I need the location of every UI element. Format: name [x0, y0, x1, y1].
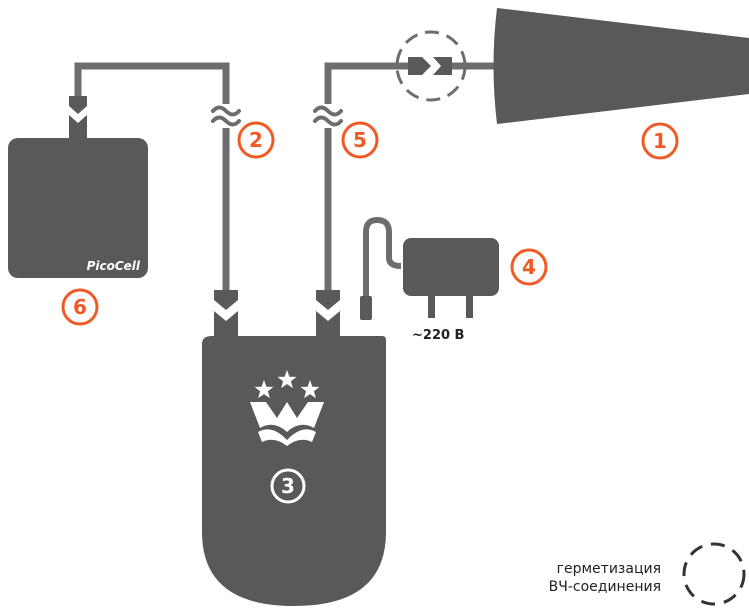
connector-indoor-unit: [69, 96, 87, 139]
badge-outdoor-antenna-label: 1: [653, 129, 667, 153]
power-supply: ~220 В: [360, 216, 499, 343]
power-supply-prong-right: [466, 294, 473, 318]
badge-power-supply-label: 4: [522, 255, 536, 279]
indoor-unit-body: [8, 138, 148, 278]
badge-indoor-unit-label: 6: [73, 295, 87, 319]
indoor-unit-brand: PicoCell: [87, 259, 141, 273]
repeater: 3: [202, 336, 386, 606]
legend-line-1: герметизация: [557, 561, 661, 577]
outdoor-antenna-icon: [493, 8, 749, 124]
badge-cable-outdoor: 5: [341, 121, 379, 159]
sealing-circle-icon: [395, 30, 467, 102]
power-cable: [363, 216, 402, 312]
connector-repeater-left: [214, 290, 238, 338]
legend-line-2: ВЧ-соединения: [549, 579, 661, 595]
badge-indoor-unit: 6: [61, 288, 99, 326]
badge-repeater-label: 3: [281, 474, 295, 498]
cable-break-5: [313, 105, 343, 127]
power-supply-voltage: ~220 В: [412, 328, 464, 343]
power-supply-prong-left: [428, 294, 435, 318]
power-supply-body: [403, 238, 499, 296]
cable-outdoor-antenna-link: [324, 62, 500, 292]
legend: герметизация ВЧ-соединения: [549, 542, 746, 606]
dashed-circle-icon: [682, 542, 746, 606]
badge-power-supply: 4: [510, 248, 548, 286]
cable-break-2: [211, 105, 241, 127]
power-cable-plug: [360, 296, 372, 320]
badge-cable-indoor-label: 2: [249, 128, 263, 152]
connector-repeater-right: [316, 290, 340, 338]
badge-cable-outdoor-label: 5: [353, 128, 367, 152]
crown-stars-logo-icon: [250, 370, 324, 446]
connector-outdoor-antenna: [408, 57, 452, 75]
cable-indoor-unit-link: [74, 62, 230, 292]
badge-repeater: [270, 468, 306, 504]
badge-outdoor-antenna: 1: [641, 122, 679, 160]
indoor-unit: PicoCell: [8, 138, 148, 278]
badge-cable-indoor: 2: [237, 121, 275, 159]
